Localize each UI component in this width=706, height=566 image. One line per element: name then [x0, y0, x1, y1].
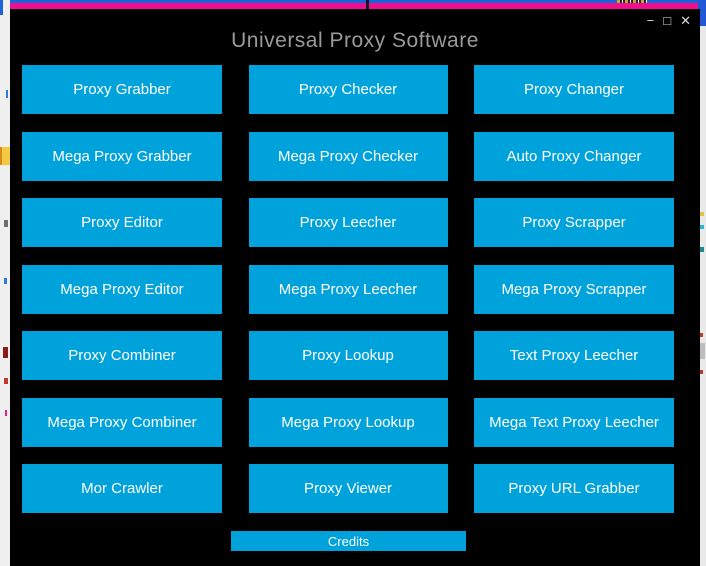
- mor-crawler-button[interactable]: Mor Crawler: [22, 464, 222, 513]
- app-window: − □ ✕ Universal Proxy Software Proxy Gra…: [10, 9, 700, 566]
- mega-text-proxy-leecher-button[interactable]: Mega Text Proxy Leecher: [474, 397, 674, 447]
- mega-proxy-leecher-button[interactable]: Mega Proxy Leecher: [248, 264, 448, 314]
- mega-proxy-lookup-button[interactable]: Mega Proxy Lookup: [248, 397, 448, 447]
- background-right-strip: [700, 26, 706, 566]
- background-artifact: [4, 378, 8, 384]
- proxy-scrapper-button[interactable]: Proxy Scrapper: [474, 198, 674, 247]
- mega-proxy-editor-button[interactable]: Mega Proxy Editor: [22, 264, 222, 314]
- background-artifact: [698, 0, 706, 26]
- maximize-button[interactable]: □: [663, 13, 672, 28]
- credits-button[interactable]: Credits: [231, 531, 466, 551]
- background-artifact: [3, 347, 8, 358]
- mega-proxy-combiner-button[interactable]: Mega Proxy Combiner: [22, 397, 222, 447]
- background-artifact: [5, 410, 7, 416]
- proxy-lookup-button[interactable]: Proxy Lookup: [248, 331, 448, 380]
- minimize-button[interactable]: −: [646, 13, 655, 28]
- proxy-viewer-button[interactable]: Proxy Viewer: [248, 464, 448, 513]
- background-artifact: [700, 247, 704, 252]
- background-artifact: [0, 0, 3, 15]
- proxy-changer-button[interactable]: Proxy Changer: [474, 65, 674, 114]
- proxy-leecher-button[interactable]: Proxy Leecher: [248, 198, 448, 247]
- close-button[interactable]: ✕: [680, 13, 691, 28]
- proxy-editor-button[interactable]: Proxy Editor: [22, 198, 222, 247]
- background-left-strip: [0, 0, 10, 566]
- text-proxy-leecher-button[interactable]: Text Proxy Leecher: [474, 331, 674, 380]
- background-artifact: [6, 90, 8, 98]
- background-artifact: [4, 278, 7, 284]
- background-artifact: [700, 333, 703, 337]
- background-artifact: [4, 220, 8, 227]
- window-controls: − □ ✕: [647, 13, 691, 29]
- proxy-grabber-button[interactable]: Proxy Grabber: [22, 65, 222, 114]
- mega-proxy-grabber-button[interactable]: Mega Proxy Grabber: [22, 131, 222, 181]
- background-top-blue-line: [10, 0, 698, 3]
- proxy-url-grabber-button[interactable]: Proxy URL Grabber: [474, 464, 674, 513]
- mega-proxy-scrapper-button[interactable]: Mega Proxy Scrapper: [474, 264, 674, 314]
- background-artifact: [617, 0, 647, 3]
- background-artifact: [700, 225, 704, 229]
- button-grid: Proxy Grabber Proxy Checker Proxy Change…: [22, 65, 674, 513]
- auto-proxy-changer-button[interactable]: Auto Proxy Changer: [474, 131, 674, 181]
- proxy-combiner-button[interactable]: Proxy Combiner: [22, 331, 222, 380]
- background-artifact: [700, 212, 704, 216]
- window-title: Universal Proxy Software: [231, 29, 479, 52]
- mega-proxy-checker-button[interactable]: Mega Proxy Checker: [248, 131, 448, 181]
- background-artifact: [700, 370, 703, 374]
- background-artifact: [366, 0, 369, 9]
- background-artifact: [0, 147, 10, 165]
- background-magenta-titlebar: [10, 3, 698, 9]
- proxy-checker-button[interactable]: Proxy Checker: [248, 65, 448, 114]
- background-artifact: [700, 343, 705, 359]
